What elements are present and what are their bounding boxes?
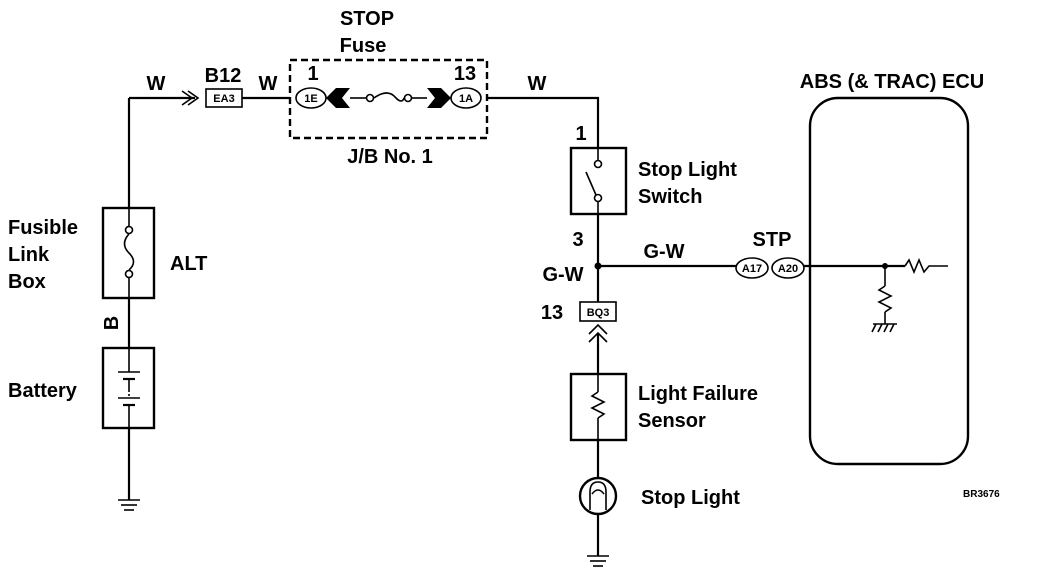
connector-a17-code: A17 [742,263,762,275]
bulb-icon [578,476,618,516]
wire-label-w-2: W [259,73,278,95]
alt-label: ALT [170,253,207,275]
sensor-label-line2: Sensor [638,410,706,432]
fuse-pin-left: 1 [307,63,318,85]
fusible-link-line1: Fusible [8,217,78,239]
fuse-icon [326,88,451,108]
ecu-terminal-label: STP [753,229,792,251]
connector-bq3-code: BQ3 [587,307,610,319]
connector-ea3-code: EA3 [213,93,234,105]
resistor-icon-sensor [590,374,606,440]
fusible-link-line2: Link [8,244,50,266]
connector-a20-oval [771,257,805,279]
wire-label-b: B [101,316,123,330]
battery-icon [118,348,140,428]
connector-1e-code: 1E [304,93,317,105]
switch-label-line2: Switch [638,186,702,208]
fusible-link-line3: Box [8,271,46,293]
ecu-title: ABS (& TRAC) ECU [800,71,984,93]
connector-b12-label: B12 [205,65,242,87]
connector-bq3-box [579,301,617,322]
switch-pin-bottom: 3 [572,229,583,251]
ground-icon-ecu [871,323,897,333]
connector-chevron-icon [588,323,608,343]
switch-icon [585,148,603,214]
switch-pin-top: 1 [575,123,586,145]
fuse-title-line2: Fuse [340,35,387,57]
wire-label-gw-top: G-W [643,241,684,263]
wire-w-to-switch [487,96,600,148]
connector-1a-code: 1A [459,93,473,105]
stop-light-label: Stop Light [641,487,740,509]
connector-arrow-icon [181,90,200,106]
fuse-pin-right: 13 [454,63,476,85]
junction-block-label: J/B No. 1 [347,146,433,168]
fusible-link-icon [123,208,135,298]
figure-code: BR3676 [963,489,1000,500]
wire-label-gw-left: G-W [542,264,583,286]
connector-a20-code: A20 [778,263,798,275]
resistor-icon-ecu-vertical [877,266,893,324]
ground-icon-left [118,499,140,511]
fuse-title-line1: STOP [340,8,394,30]
wire-label-w-1: W [147,73,166,95]
connector-bq3-pin: 13 [541,302,563,324]
ecu-box [808,96,970,466]
resistor-icon-ecu-horizontal [904,257,948,275]
wire-label-w-3: W [528,73,547,95]
battery-label: Battery [8,380,78,402]
ground-icon-right [587,555,609,567]
connector-a17-oval [735,257,769,279]
switch-label-line1: Stop Light [638,159,737,181]
sensor-label-line1: Light Failure [638,383,758,405]
